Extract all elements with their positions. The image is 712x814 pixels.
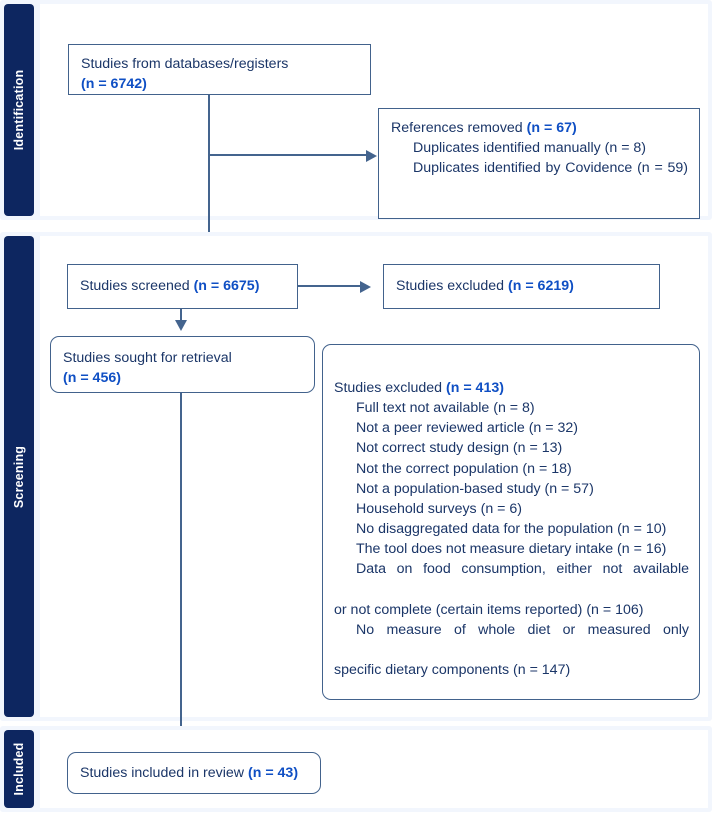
excluded-screened-title-row: Studies excluded (n = 6219)	[396, 276, 648, 296]
screened-title: Studies screened	[80, 278, 194, 294]
sought-retrieval-count: (n = 456)	[63, 370, 121, 387]
references-removed-count: (n = 67)	[526, 120, 577, 136]
stage-label-screening: Screening	[12, 445, 26, 508]
stage-tab-included: Included	[4, 730, 34, 808]
excluded-fulltext-reason-list: Full text not available (n = 8) Not a pe…	[334, 398, 689, 680]
excluded-fulltext-reason: Not a population-based study (n = 57)	[356, 480, 594, 497]
box-studies-included-in-review: Studies included in review (n = 43)	[67, 752, 321, 794]
excluded-fulltext-reason: The tool does not measure dietary intake…	[356, 541, 667, 558]
connector-excluded-screened-horizontal	[298, 285, 361, 287]
excluded-fulltext-count: (n = 413)	[446, 380, 504, 396]
excluded-fulltext-reason: Full text not available (n = 8)	[356, 400, 535, 417]
box-studies-sought-for-retrieval: Studies sought for retrieval (n = 456)	[50, 336, 315, 393]
connector-screened-vertical	[180, 309, 182, 324]
excluded-screened-title: Studies excluded	[396, 278, 508, 294]
excluded-fulltext-reason: Data on food consumption, either not ava…	[356, 561, 689, 578]
excluded-fulltext-reason: specific dietary components (n = 147)	[334, 662, 571, 679]
connector-databases-vertical	[208, 95, 210, 253]
stage-tab-identification: Identification	[4, 4, 34, 216]
box-studies-excluded-screened: Studies excluded (n = 6219)	[383, 264, 660, 309]
stage-label-identification: Identification	[12, 69, 26, 151]
excluded-fulltext-reason: Not the correct population (n = 18)	[356, 460, 572, 477]
stage-tab-screening: Screening	[4, 236, 34, 717]
excluded-fulltext-reason: or not complete (certain items reported)…	[334, 601, 644, 618]
references-removed-title: References removed	[391, 120, 527, 136]
stage-label-included: Included	[12, 742, 26, 796]
references-removed-reason-list: Duplicates identified manually (n = 8) D…	[391, 138, 688, 198]
excluded-fulltext-reason: No measure of whole diet or measured onl…	[356, 621, 689, 638]
box-studies-excluded-fulltext: Studies excluded (n = 413) Full text not…	[322, 344, 700, 700]
connector-references-removed-arrowhead	[366, 149, 377, 162]
excluded-fulltext-reason: Not correct study design (n = 13)	[356, 440, 563, 457]
excluded-fulltext-reason: No disaggregated data for the population…	[356, 521, 667, 538]
screened-title-row: Studies screened (n = 6675)	[80, 276, 286, 296]
sought-retrieval-line1: Studies sought for retrieval	[63, 350, 232, 366]
box-references-removed: References removed (n = 67) Duplicates i…	[378, 108, 700, 219]
databases-line1: Studies from databases/registers	[81, 56, 289, 72]
references-removed-title-row: References removed (n = 67)	[391, 118, 688, 138]
databases-count: (n = 6742)	[81, 76, 147, 93]
box-studies-screened: Studies screened (n = 6675)	[67, 264, 298, 309]
references-removed-reason: Duplicates identified by Covidence (n = …	[413, 160, 688, 177]
box-studies-from-databases: Studies from databases/registers (n = 67…	[68, 44, 371, 95]
connector-sought-to-included-vertical	[180, 393, 182, 741]
connector-screened-arrowhead	[174, 320, 187, 331]
excluded-screened-count: (n = 6219)	[508, 278, 574, 294]
excluded-fulltext-reason: Household surveys (n = 6)	[356, 500, 522, 517]
excluded-fulltext-reason: Not a peer reviewed article (n = 32)	[356, 420, 578, 437]
connector-excluded-screened-arrowhead	[360, 280, 371, 293]
included-review-count: (n = 43)	[247, 765, 299, 781]
excluded-fulltext-title: Studies excluded	[334, 380, 446, 396]
excluded-fulltext-title-row: Studies excluded (n = 413)	[334, 378, 689, 398]
included-review-title-row: Studies included in review (n = 43)	[80, 763, 309, 783]
screened-count: (n = 6675)	[193, 278, 260, 294]
references-removed-reason: Duplicates identified manually (n = 8)	[413, 140, 647, 157]
connector-references-removed-horizontal	[209, 154, 367, 156]
included-review-title: Studies included in review	[80, 765, 248, 781]
